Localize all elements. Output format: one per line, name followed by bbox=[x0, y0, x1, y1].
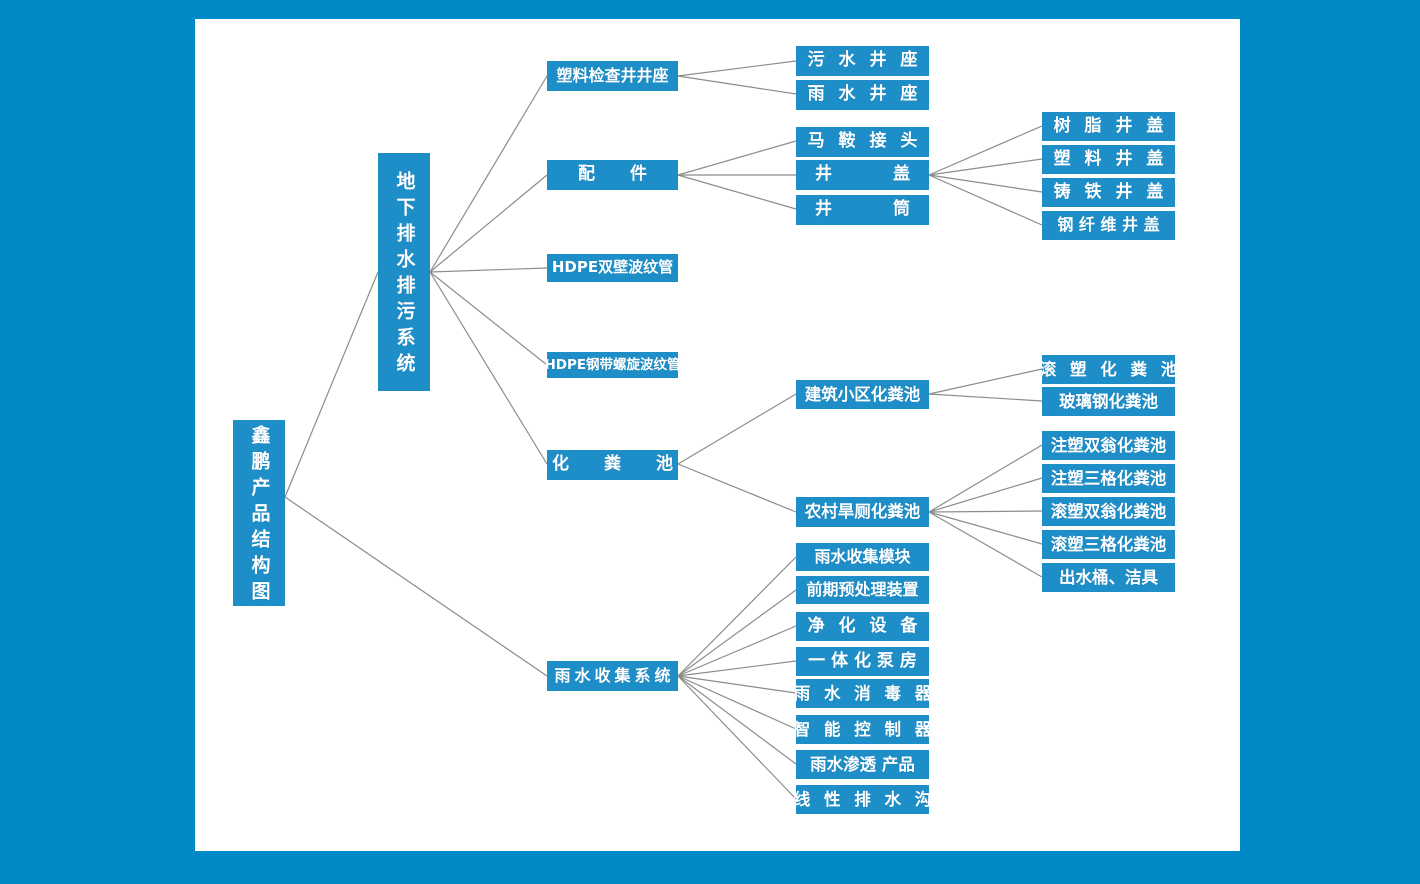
node-steel-fiber-manhole-cover[interactable]: 钢 纤 维 井 盖 bbox=[1042, 211, 1175, 240]
node-community-building-septic-tank[interactable]: 建筑小区化粪池 bbox=[796, 380, 929, 409]
node-preliminary-pretreatment-device[interactable]: 前期预处理装置 bbox=[796, 576, 929, 604]
node-septic-tank[interactable]: 化 粪 池 bbox=[547, 450, 678, 480]
node-rainwater-collection-system[interactable]: 雨水收集系统 bbox=[547, 661, 678, 691]
node-purification-equipment[interactable]: 净 化 设 备 bbox=[796, 612, 929, 641]
node-plastic-inspection-well-base[interactable]: 塑料检查井井座 bbox=[547, 61, 678, 91]
node-rainwater-sterilizer[interactable]: 雨 水 消 毒 器 bbox=[794, 679, 931, 708]
node-resin-manhole-cover[interactable]: 树 脂 井 盖 bbox=[1042, 112, 1175, 141]
node-smart-controller[interactable]: 智 能 控 制 器 bbox=[794, 715, 931, 744]
node-rainwater-infiltration-products[interactable]: 雨水渗透 产品 bbox=[796, 750, 929, 779]
node-manhole-shaft[interactable]: 井 筒 bbox=[796, 195, 929, 225]
node-manhole-cover[interactable]: 井 盖 bbox=[796, 160, 929, 190]
node-rotomolded-double-chamber-septic-tank[interactable]: 滚塑双翁化粪池 bbox=[1042, 497, 1175, 526]
node-frp-septic-tank[interactable]: 玻璃钢化粪池 bbox=[1042, 387, 1175, 416]
node-injection-double-chamber-septic-tank[interactable]: 注塑双翁化粪池 bbox=[1042, 431, 1175, 460]
node-integrated-pump-house[interactable]: 一 体 化 泵 房 bbox=[796, 647, 929, 676]
node-rainwater-collection-module[interactable]: 雨水收集模块 bbox=[796, 543, 929, 571]
node-fittings[interactable]: 配 件 bbox=[547, 160, 678, 190]
node-rotomolded-septic-tank[interactable]: 滚 塑 化 粪 池 bbox=[1040, 355, 1177, 384]
node-saddle-joint[interactable]: 马 鞍 接 头 bbox=[796, 127, 929, 157]
node-outlet-barrel-and-sanitary-ware[interactable]: 出水桶、洁具 bbox=[1042, 563, 1175, 592]
node-cast-iron-manhole-cover[interactable]: 铸 铁 井 盖 bbox=[1042, 178, 1175, 207]
node-sewage-well-base[interactable]: 污 水 井 座 bbox=[796, 46, 929, 76]
node-rotomolded-three-compartment-septic-tank[interactable]: 滚塑三格化粪池 bbox=[1042, 530, 1175, 559]
node-underground-drainage-system[interactable]: 地下排水排污系统 bbox=[378, 153, 430, 391]
node-rural-dry-toilet-septic-tank[interactable]: 农村旱厕化粪池 bbox=[796, 497, 929, 527]
node-root[interactable]: 鑫鹏产品结构图 bbox=[233, 420, 285, 607]
node-hdpe-double-wall-corrugated-pipe[interactable]: HDPE双壁波纹管 bbox=[547, 254, 678, 282]
node-linear-drainage-channel[interactable]: 线 性 排 水 沟 bbox=[794, 785, 931, 814]
node-plastic-manhole-cover[interactable]: 塑 料 井 盖 bbox=[1042, 145, 1175, 174]
node-hdpe-steel-belt-spiral-corrugated-pipe[interactable]: HDPE钢带螺旋波纹管 bbox=[544, 352, 681, 378]
node-injection-three-compartment-septic-tank[interactable]: 注塑三格化粪池 bbox=[1042, 464, 1175, 493]
node-stormwater-well-base[interactable]: 雨 水 井 座 bbox=[796, 80, 929, 110]
